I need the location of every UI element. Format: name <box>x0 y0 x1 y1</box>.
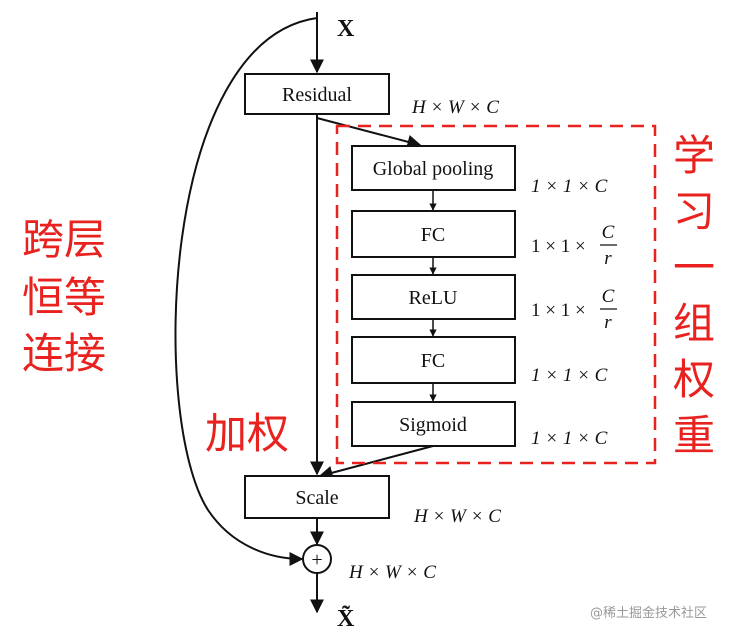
global-pooling-box: Global pooling <box>351 145 516 191</box>
sigmoid-label: Sigmoid <box>399 414 467 436</box>
dim-fc2: 1 × 1 × C <box>531 365 608 386</box>
svg-text:r: r <box>604 312 612 333</box>
identity-skip-connection <box>174 17 318 566</box>
dim-global-pooling: 1 × 1 × C <box>531 176 608 197</box>
global-pooling-label: Global pooling <box>373 158 494 180</box>
svg-text:组: 组 <box>673 299 715 348</box>
svg-text:一: 一 <box>673 243 715 292</box>
fc1-box: FC <box>351 210 516 258</box>
svg-text:C: C <box>602 222 615 243</box>
plus-symbol: + <box>311 549 322 571</box>
svg-text:习: 习 <box>673 187 715 236</box>
svg-text:恒等: 恒等 <box>22 273 106 322</box>
residual-label: Residual <box>282 84 352 106</box>
sigmoid-box: Sigmoid <box>351 401 516 447</box>
svg-text:r: r <box>604 248 612 269</box>
fc1-label: FC <box>421 224 445 246</box>
svg-text:连接: 连接 <box>22 329 106 378</box>
branch-to-pooling-arrow <box>316 117 422 149</box>
watermark: @稀土掘金技术社区 <box>590 605 707 621</box>
fc2-box: FC <box>351 336 516 384</box>
svg-text:跨层: 跨层 <box>22 215 106 264</box>
learn-weights-annotation: 学 习 一 组 权 重 <box>673 131 715 460</box>
dim-sigmoid: 1 × 1 × C <box>531 428 608 449</box>
dim-after-scale: H × W × C <box>413 506 501 527</box>
scale-label: Scale <box>295 487 338 509</box>
residual-box: Residual <box>244 73 390 115</box>
dim-after-residual: H × W × C <box>411 97 499 118</box>
dim-relu: 1 × 1 × C r <box>531 286 617 333</box>
relu-label: ReLU <box>409 287 458 309</box>
dim-fc1: 1 × 1 × C r <box>531 222 617 269</box>
svg-text:C: C <box>602 286 615 307</box>
skip-annotation: 跨层 恒等 连接 <box>22 215 106 378</box>
dim-after-sum: H × W × C <box>348 562 436 583</box>
scale-box: Scale <box>244 475 390 519</box>
output-x-label: X̃ <box>337 606 355 632</box>
svg-text:学: 学 <box>673 131 715 180</box>
relu-box: ReLU <box>351 274 516 320</box>
svg-text:重: 重 <box>673 411 715 460</box>
svg-text:1 × 1 ×: 1 × 1 × <box>531 236 586 257</box>
input-x-label: X <box>337 16 355 42</box>
weighting-annotation: 加权 <box>205 409 289 458</box>
learn-weights-region <box>335 124 657 465</box>
fc2-label: FC <box>421 350 445 372</box>
sum-node: + <box>302 544 332 574</box>
svg-text:1 × 1 ×: 1 × 1 × <box>531 300 586 321</box>
svg-text:权: 权 <box>673 355 715 404</box>
sigmoid-to-scale-arrow <box>318 445 434 480</box>
